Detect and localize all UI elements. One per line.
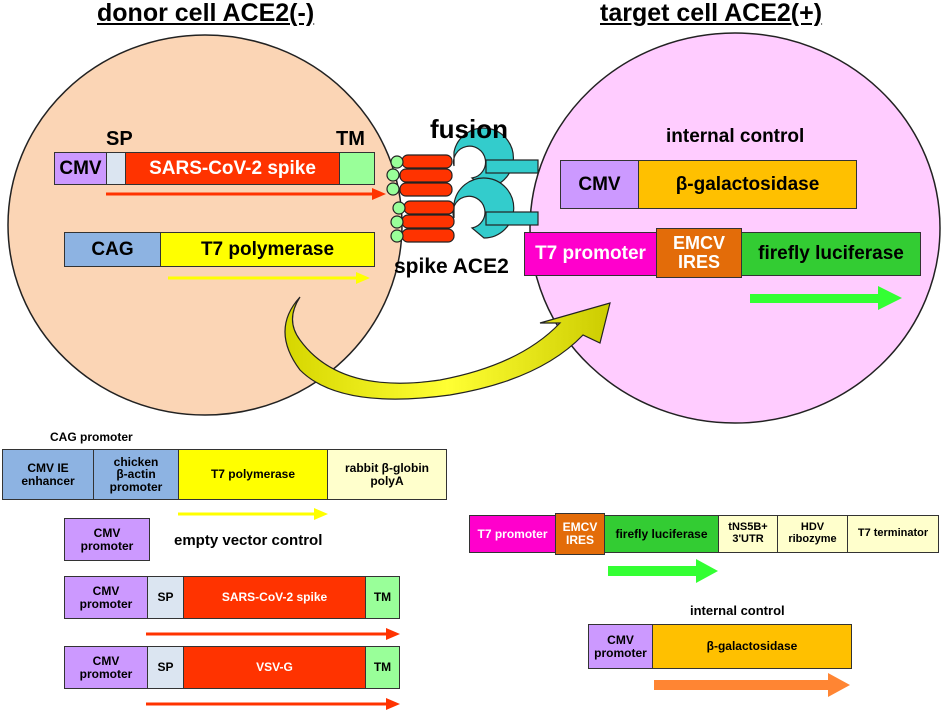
spike-cmv-promoter-box: CMV promoter — [64, 576, 148, 619]
transfer-arrow — [284, 296, 611, 400]
reporter-t7-promoter-box: T7 promoter — [469, 515, 556, 553]
sp-label: SP — [106, 128, 133, 150]
internal-control-label: internal control — [666, 126, 805, 147]
reporter-luc-box: firefly luciferase — [604, 515, 719, 553]
vsvg-cmv-promoter-box: CMV promoter — [64, 646, 148, 689]
target-cell-title: target cell ACE2(+) — [600, 0, 823, 27]
donor-tm-box — [339, 152, 375, 185]
empty-vector-label: empty vector control — [174, 532, 323, 549]
target-gal-box: β-galactosidase — [638, 160, 857, 209]
expression-arrows — [106, 188, 902, 710]
donor-t7-box: T7 polymerase — [160, 232, 375, 267]
chicken-actin-promoter-box: chicken β-actin promoter — [93, 449, 179, 500]
gal-cmv-promoter-box: CMV promoter — [588, 624, 653, 669]
rabbit-globin-polya-box: rabbit β-globin polyA — [327, 449, 447, 500]
spike-gene-box: SARS-CoV-2 spike — [183, 576, 366, 619]
bottom-t7-polymerase-box: T7 polymerase — [178, 449, 328, 500]
spike-proteins — [386, 154, 455, 243]
fusion-label: fusion — [430, 114, 508, 144]
donor-cell-title: donor cell ACE2(-) — [97, 0, 315, 27]
target-cmv-box: CMV — [560, 160, 639, 209]
reporter-hdv-box: HDV ribozyme — [777, 515, 848, 553]
empty-cmv-promoter-box: CMV promoter — [64, 518, 150, 561]
vsvg-gene-box: VSV-G — [183, 646, 366, 689]
donor-cmv-box: CMV — [54, 152, 107, 185]
spike-sp-box: SP — [147, 576, 184, 619]
cag-promoter-label: CAG promoter — [50, 430, 133, 444]
reporter-ires-box: EMCV IRES — [555, 513, 605, 555]
spike-tm-box: TM — [365, 576, 400, 619]
target-luc-box: firefly luciferase — [741, 232, 921, 276]
donor-sp-box — [106, 152, 126, 185]
tm-label: TM — [336, 128, 365, 150]
cmv-ie-enhancer-box: CMV IE enhancer — [2, 449, 94, 500]
donor-cell — [7, 34, 403, 416]
target-ires-box: EMCV IRES — [656, 228, 742, 278]
donor-spike-box: SARS-CoV-2 spike — [125, 152, 340, 185]
target-t7-promoter-box: T7 promoter — [524, 232, 657, 276]
vsvg-sp-box: SP — [147, 646, 184, 689]
ace2-receptors — [452, 127, 539, 239]
reporter-terminator-box: T7 terminator — [847, 515, 939, 553]
vsvg-tm-box: TM — [365, 646, 400, 689]
donor-cag-box: CAG — [64, 232, 161, 267]
reporter-ns5b-box: tNS5B+ 3'UTR — [718, 515, 778, 553]
gal-gene-box: β-galactosidase — [652, 624, 852, 669]
spike-ace2-label: spike ACE2 — [394, 255, 509, 278]
bottom-internal-control-label: internal control — [690, 603, 785, 618]
